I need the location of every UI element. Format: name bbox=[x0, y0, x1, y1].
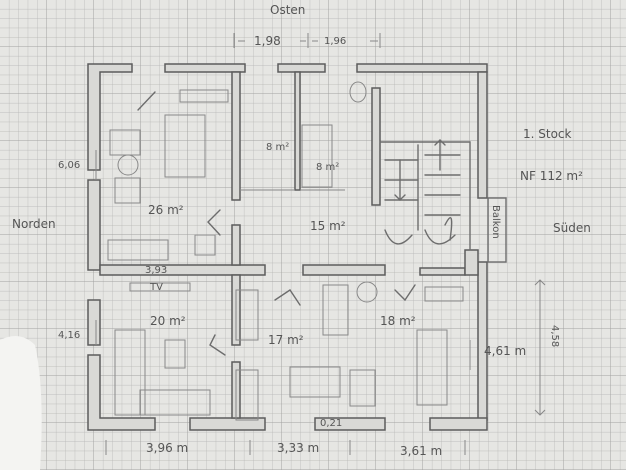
dim-top-2: 1,96 bbox=[324, 36, 346, 47]
floor-title: 1. Stock bbox=[523, 127, 572, 141]
area-dining: 18 m² bbox=[380, 314, 416, 328]
net-area: NF 112 m² bbox=[520, 169, 583, 183]
dim-right-outer: 4,58 bbox=[549, 325, 560, 347]
doors bbox=[137, 91, 453, 356]
tv-label: TV bbox=[149, 282, 163, 293]
outer-walls bbox=[87, 63, 488, 431]
dim-bottom-1: 3,96 m bbox=[146, 441, 188, 455]
area-living-north: 26 m² bbox=[148, 203, 184, 217]
dimension-lines bbox=[95, 33, 546, 455]
label-north: Norden bbox=[12, 217, 56, 231]
area-kitchen: 17 m² bbox=[268, 333, 304, 347]
area-bath-1: 8 m² bbox=[266, 142, 289, 153]
staircase bbox=[379, 139, 471, 251]
label-east: Osten bbox=[270, 3, 305, 17]
area-bath-2: 8 m² bbox=[316, 162, 339, 173]
dim-bottom-3: 3,61 m bbox=[400, 444, 442, 458]
dim-bottom-2: 3,33 m bbox=[277, 441, 319, 455]
area-living-south: 20 m² bbox=[150, 314, 186, 328]
label-south: Süden bbox=[553, 221, 591, 235]
dim-small: 0,21 bbox=[320, 418, 342, 429]
area-hall: 15 m² bbox=[310, 219, 346, 233]
interior-walls bbox=[99, 71, 479, 419]
dim-right-inner: 4,61 m bbox=[484, 344, 526, 358]
dim-inner-wall: 3,93 bbox=[145, 265, 167, 276]
balcony-label: Balkon bbox=[490, 205, 501, 239]
dim-left-lower: 4,16 bbox=[58, 330, 80, 341]
torn-paper-edge bbox=[0, 336, 42, 470]
dim-left-upper: 6,06 bbox=[58, 160, 80, 171]
dim-top-1: 1,98 bbox=[254, 34, 281, 48]
balcony-box bbox=[487, 197, 507, 263]
furniture bbox=[107, 81, 464, 421]
